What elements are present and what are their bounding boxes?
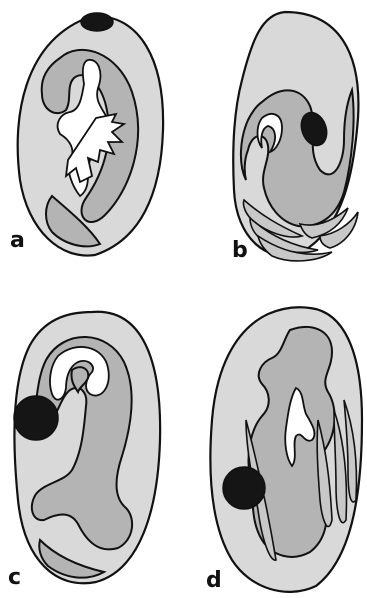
panel-a: a [10,13,163,256]
panel-c-dark-body [14,396,58,440]
panel-b-label: b [232,238,248,263]
panel-d-dark-body [223,467,265,509]
panel-c-label: c [8,565,21,590]
panel-d: d [206,307,362,593]
panel-b: b [232,12,358,263]
panel-d-label: d [206,568,222,593]
panel-a-label: a [10,228,25,253]
panel-c: c [8,312,160,590]
panel-a-dark-body [81,13,113,31]
